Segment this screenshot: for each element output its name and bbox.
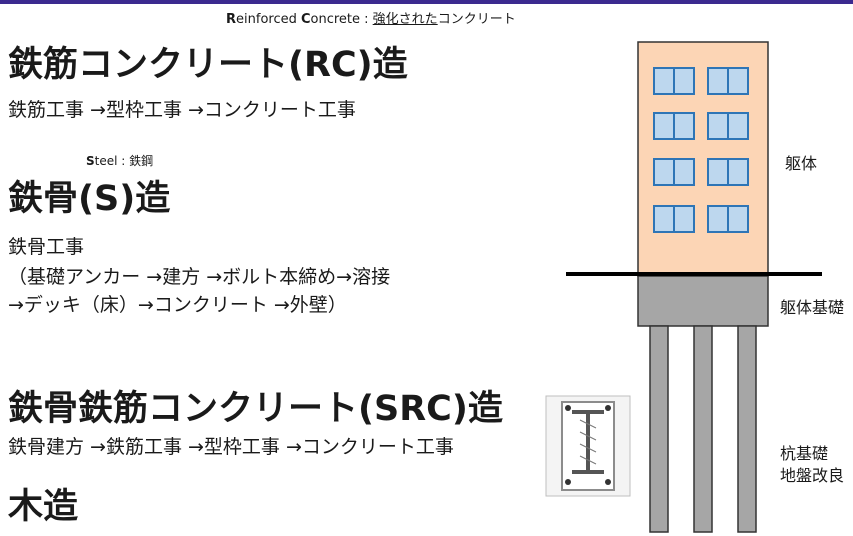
steel-definition-note: Steel : 鉄鋼 bbox=[86, 152, 153, 169]
s-heading: 鉄骨(S)造 bbox=[8, 179, 171, 219]
pile bbox=[737, 325, 757, 533]
rc-definition-note: Reinforced Concrete : 強化されたコンクリート bbox=[226, 8, 516, 27]
rc-note-r-rest: einforced bbox=[236, 12, 301, 27]
src-steps: 鉄骨建方 →鉄筋工事 →型枠工事 →コンクリート工事 bbox=[8, 436, 454, 458]
label-body-foundation: 躯体基礎 bbox=[780, 298, 845, 317]
label-ground-improvement: 地盤改良 bbox=[780, 466, 845, 485]
s-steps-line1: （基礎アンカー →建方 →ボルト本締め→溶接 bbox=[8, 266, 391, 288]
steel-note-rest: teel : 鉄鋼 bbox=[94, 154, 154, 168]
rc-note-tail: コンクリート bbox=[437, 12, 516, 27]
label-pile-foundation: 杭基礎 bbox=[780, 444, 829, 463]
rc-heading: 鉄筋コンクリート(RC)造 bbox=[8, 45, 408, 85]
pile bbox=[693, 325, 713, 533]
label-body: 躯体 bbox=[785, 154, 818, 173]
s-steps-line2: →デッキ（床）→コンクリート →外壁） bbox=[8, 294, 347, 316]
src-heading: 鉄骨鉄筋コンクリート(SRC)造 bbox=[8, 389, 503, 429]
top-rule bbox=[0, 0, 853, 4]
rc-note-r: R bbox=[226, 12, 237, 27]
rc-note-underlined: 強化された bbox=[372, 12, 438, 27]
pile bbox=[649, 325, 669, 533]
steel-note-s: S bbox=[86, 154, 95, 168]
wood-heading: 木造 bbox=[8, 487, 79, 527]
s-steps-heading: 鉄骨工事 bbox=[8, 236, 85, 258]
src-section-sketch bbox=[545, 395, 631, 497]
rc-note-c-rest: oncrete : bbox=[310, 12, 373, 27]
rc-note-c: C bbox=[300, 12, 311, 27]
rc-steps: 鉄筋工事 →型枠工事 →コンクリート工事 bbox=[8, 99, 356, 121]
building-foundation bbox=[637, 275, 769, 327]
